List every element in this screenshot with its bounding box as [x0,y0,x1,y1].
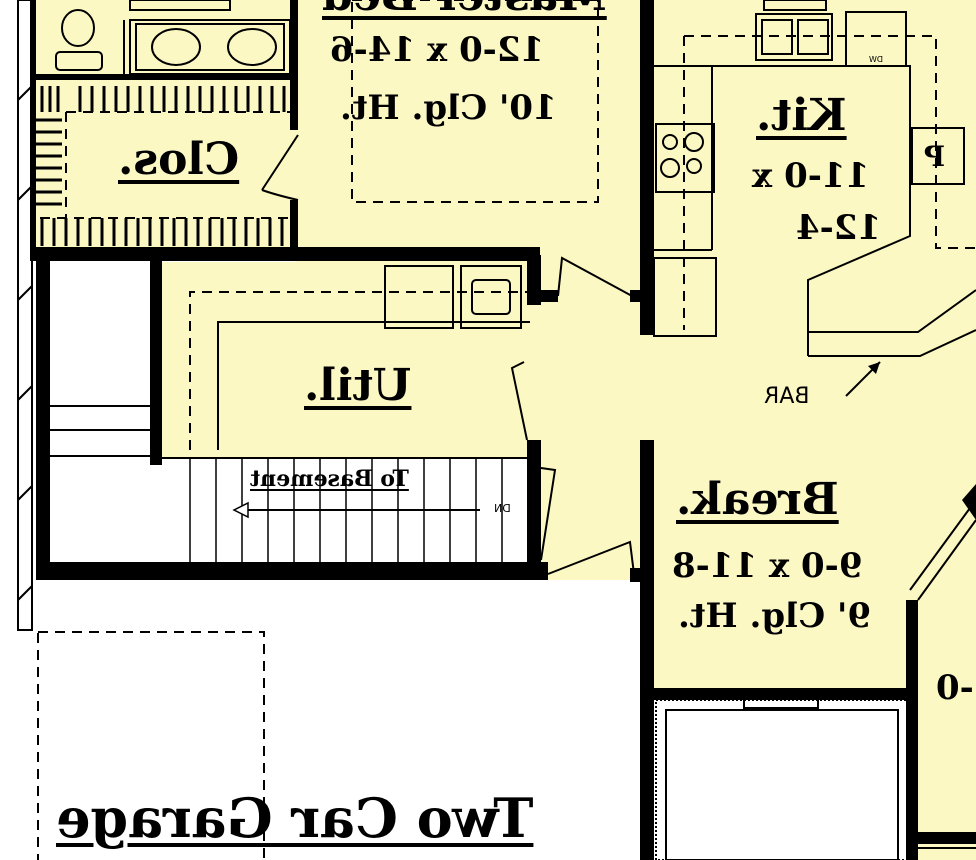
dryer-inner [471,279,511,315]
wall [630,568,654,582]
wall [527,255,541,305]
sink-faucet [763,0,827,11]
pantry-label: P [924,140,946,173]
wall [30,247,540,261]
bar-edge [808,329,976,357]
wall [918,832,976,844]
breakfast-ceiling: 9' Clg. Ht. [678,596,871,636]
counter-top [654,65,976,333]
porch-inner [665,709,899,860]
utility-title: Util. [304,360,412,411]
wall [290,0,298,130]
burner [686,158,702,174]
toilet-tank [55,51,103,71]
master-bed-size: 12-0 x 14-6 [330,30,545,70]
wall [36,562,548,580]
closet-hanging-top [40,86,286,112]
refrigerator [653,257,717,337]
vanity-inner [135,23,285,71]
breakfast-title: Break. [676,474,839,525]
wall [527,440,541,580]
closet-door [261,134,299,201]
wall [540,290,558,302]
wall [30,74,296,80]
stairs-label: To Basement [250,466,409,492]
master-bed-title: Master Bed [322,0,607,21]
wall [640,0,654,335]
wall [290,200,298,256]
hatch [17,285,33,301]
hatch [17,385,33,401]
hatch [17,185,33,201]
closet-hanging-bottom [40,218,284,246]
vanity [129,19,291,75]
partial-room-size: 9-0 [936,668,976,708]
left-stair-area [45,262,153,562]
master-bed-ceiling: 10' Clg. Ht. [340,88,557,128]
hall-door-top [557,256,633,297]
porch-step [743,689,819,709]
kitchen-area [646,0,976,440]
bay-window [909,507,976,601]
burner [684,132,704,152]
hall-area [535,290,646,580]
wall [150,255,162,465]
porch-area [658,700,906,860]
bay-corner [962,484,976,520]
wall [654,688,910,700]
tray-ceiling [351,0,599,203]
dryer [460,265,522,329]
bar-arrow-head [868,362,880,374]
kitchen-title: Kit. [756,90,847,141]
range [655,123,715,193]
toilet-bowl [61,9,95,47]
hatch [17,485,33,501]
bar-label: BAR [764,384,810,409]
wall [640,440,654,860]
garage-title: Two Car Garage [56,786,534,850]
porch-wall [655,699,909,860]
kitchen-size-line2: 12-4 [796,208,882,248]
closet-hanging-left [36,118,62,206]
util-counter [217,321,530,450]
wall [30,0,36,250]
sink-left [151,28,201,66]
burner [660,158,680,178]
util-cabinets [189,291,530,450]
sink-right [227,28,277,66]
closet-title: Clos. [118,134,240,185]
garage-parking [37,631,265,860]
stair-door [540,467,557,561]
dishwasher-label: DW [869,55,883,64]
breakfast-size: 9-0 x 11-8 [672,546,863,586]
pantry [911,127,965,185]
stairs-dn: DN [494,502,511,515]
util-door [510,361,528,441]
wall [906,600,918,860]
burner [662,134,678,150]
stair-arrow-head [232,501,249,519]
upper-cabinets [683,35,976,330]
hatch [17,585,33,601]
kitchen-size-line1: 11-0 x [752,156,870,196]
hall-door-bottom [547,540,635,575]
washer [384,265,454,329]
exterior-wall-left [17,0,33,631]
bath-label-box [129,0,231,11]
garage-area [34,580,646,860]
hatch [17,85,33,101]
right-room-area [910,600,976,860]
wall [36,250,50,580]
